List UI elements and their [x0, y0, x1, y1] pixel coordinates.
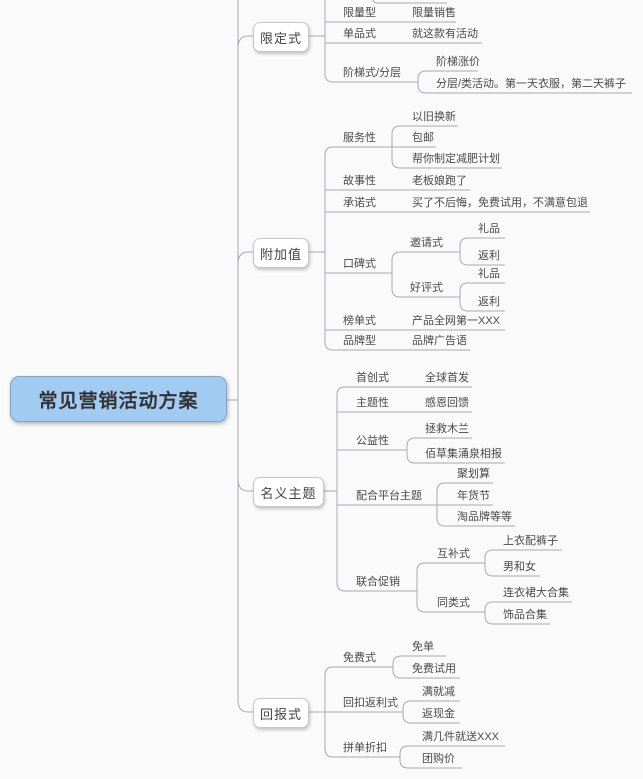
- node-2-4-2[interactable]: 好评式: [410, 282, 443, 294]
- node-3-3-1[interactable]: 拯救木兰: [425, 423, 469, 435]
- node-1-2-1[interactable]: 就这款有活动: [412, 28, 478, 40]
- node-2-1-3[interactable]: 帮你制定减肥计划: [412, 153, 500, 165]
- branch-box-3[interactable]: 名义主题: [253, 477, 324, 507]
- node-3-5-2-1[interactable]: 连衣裙大合集: [503, 587, 569, 599]
- node-2-4[interactable]: 口碑式: [343, 258, 376, 270]
- branch-box-2[interactable]: 附加值: [253, 238, 309, 268]
- node-3-3-2[interactable]: 佰草集涌泉相报: [425, 448, 502, 460]
- node-1-3-2[interactable]: 分层/类活动。第一天衣服，第二天裤子: [436, 78, 627, 90]
- node-2-1[interactable]: 服务性: [343, 132, 376, 144]
- node-4-2[interactable]: 回扣返利式: [343, 697, 398, 709]
- node-3-4-1[interactable]: 聚划算: [457, 468, 490, 480]
- node-1-3[interactable]: 阶梯式/分层: [343, 67, 402, 79]
- node-4-2-1[interactable]: 满就减: [422, 686, 455, 698]
- node-4-2-2[interactable]: 返现金: [422, 708, 455, 720]
- node-3-5-2-2[interactable]: 饰品合集: [503, 609, 547, 621]
- branch-elbows: [225, 35, 253, 492]
- node-3-5-1-1[interactable]: 上衣配裤子: [503, 535, 558, 547]
- node-2-1-1[interactable]: 以旧换新: [412, 111, 456, 123]
- node-4-1-1[interactable]: 免单: [412, 641, 434, 653]
- branch-stubs: [307, 35, 337, 713]
- node-3-2[interactable]: 主题性: [356, 397, 389, 409]
- node-1-2[interactable]: 单品式: [343, 28, 376, 40]
- branch-box-4[interactable]: 回报式: [253, 698, 309, 728]
- node-3-5[interactable]: 联合促销: [356, 576, 400, 588]
- node-2-4-2-2[interactable]: 返利: [478, 296, 500, 308]
- node-2-6-1[interactable]: 品牌广告语: [412, 335, 467, 347]
- node-2-3-1[interactable]: 买了不后悔，免费试用，不满意包退: [412, 197, 588, 209]
- node-1-1[interactable]: 限量型: [343, 7, 376, 19]
- node-2-2[interactable]: 故事性: [343, 175, 376, 187]
- node-3-1-1[interactable]: 全球首发: [425, 372, 469, 384]
- node-2-3[interactable]: 承诺式: [343, 197, 376, 209]
- node-2-4-2-1[interactable]: 礼品: [478, 268, 500, 280]
- node-4-3-2[interactable]: 团购价: [422, 753, 455, 765]
- node-3-5-2[interactable]: 同类式: [437, 597, 470, 609]
- node-2-4-1-1[interactable]: 礼品: [478, 223, 500, 235]
- node-3-4-3[interactable]: 淘品牌等等: [457, 511, 512, 523]
- central-topic[interactable]: 常见营销活动方案: [10, 376, 227, 422]
- node-4-1[interactable]: 免费式: [343, 652, 376, 664]
- node-2-5[interactable]: 榜单式: [343, 315, 376, 327]
- branch-box-1[interactable]: 限定式: [253, 22, 309, 52]
- node-3-4[interactable]: 配合平台主题: [356, 490, 422, 502]
- node-3-3[interactable]: 公益性: [356, 435, 389, 447]
- node-3-5-1[interactable]: 互补式: [437, 548, 470, 560]
- node-4-1-2[interactable]: 免费试用: [412, 663, 456, 675]
- node-2-5-1[interactable]: 产品全网第一XXX: [412, 315, 501, 327]
- node-1-1-1[interactable]: 限量销售: [412, 7, 456, 19]
- node-4-3-1[interactable]: 满几件就送XXX: [422, 731, 500, 743]
- node-2-6[interactable]: 品牌型: [343, 335, 376, 347]
- node-3-5-1-2[interactable]: 男和女: [503, 561, 536, 573]
- node-1-3-1[interactable]: 阶梯涨价: [436, 56, 480, 68]
- node-underlines: [325, 2, 632, 769]
- node-2-2-1[interactable]: 老板娘跑了: [412, 175, 467, 187]
- node-2-4-1-2[interactable]: 返利: [478, 250, 500, 262]
- node-3-4-2[interactable]: 年货节: [457, 490, 490, 502]
- node-4-3[interactable]: 拼单折扣: [343, 742, 387, 754]
- node-3-2-1[interactable]: 感恩回馈: [425, 397, 469, 409]
- node-3-1[interactable]: 首创式: [356, 372, 389, 384]
- node-2-4-1[interactable]: 邀请式: [410, 237, 443, 249]
- node-2-1-2[interactable]: 包邮: [412, 132, 434, 144]
- trunk-line: [237, 0, 253, 713]
